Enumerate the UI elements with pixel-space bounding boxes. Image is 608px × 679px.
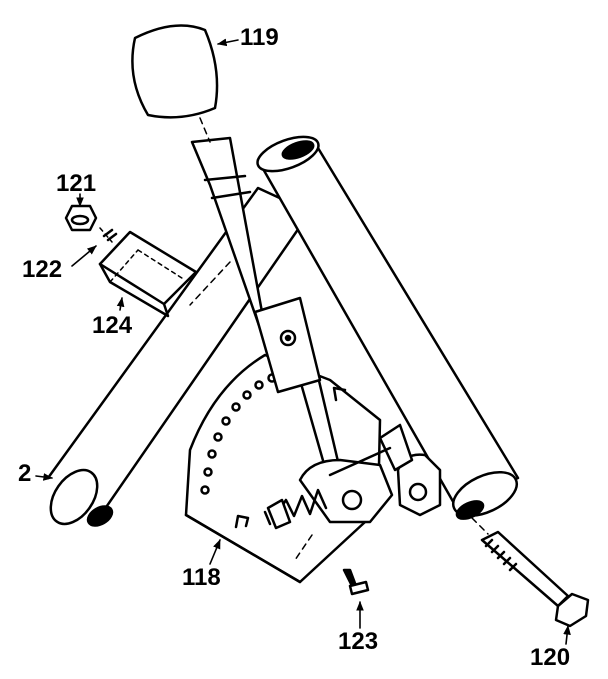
label-2: 2 xyxy=(18,460,32,487)
label-119: 119 xyxy=(240,24,279,51)
pivot-spring-assembly xyxy=(263,423,442,530)
nut-and-washer xyxy=(64,204,118,243)
sleeve-block xyxy=(98,230,198,318)
bolt xyxy=(471,517,590,628)
frame-tube-right xyxy=(256,135,520,520)
label-121: 121 xyxy=(56,170,97,197)
label-122: 122 xyxy=(22,256,63,283)
leader-lines xyxy=(35,38,571,645)
label-124: 124 xyxy=(92,312,133,339)
label-123: 123 xyxy=(338,628,379,655)
knob xyxy=(131,24,219,119)
label-118: 118 xyxy=(182,564,221,591)
screw xyxy=(342,568,370,596)
sector-plate xyxy=(184,353,382,584)
label-120: 120 xyxy=(530,644,571,671)
